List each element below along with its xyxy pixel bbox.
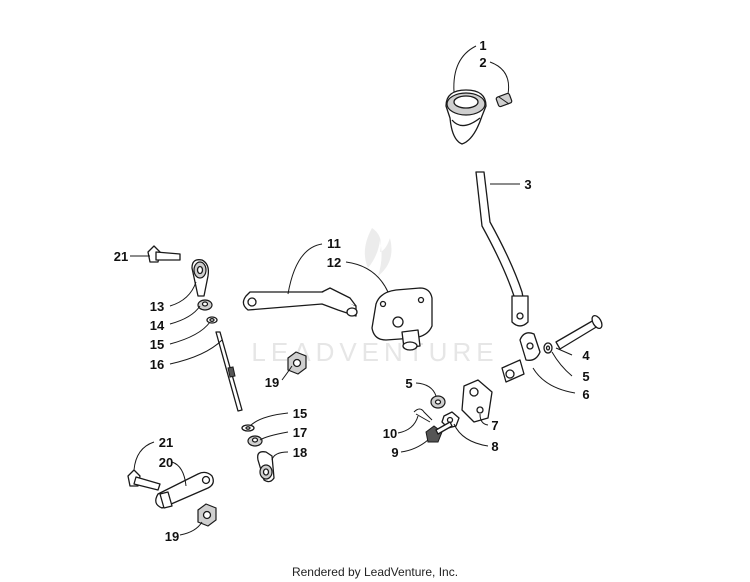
part-1-shift-knob [445,89,487,145]
callout-9: 9 [391,445,398,460]
part-15-washer-upper [206,316,218,324]
callout-20: 20 [159,455,173,470]
part-5-washer-lower [430,395,446,409]
part-20-link-arm [155,471,214,509]
part-3-shift-rod [475,171,529,327]
part-12-mounting-plate [371,287,433,351]
callout-10: 10 [383,426,397,441]
part-10-cotter-pin [413,408,433,423]
callout-21-upper: 21 [114,249,128,264]
part-5-washer-upper [543,342,553,354]
callout-11: 11 [327,236,341,251]
callout-13: 13 [150,299,164,314]
part-11-shift-arm [242,287,358,317]
rendered-by-footer: Rendered by LeadVenture, Inc. [291,565,459,579]
callout-6: 6 [582,387,589,402]
part-19-nut-lower [197,503,217,527]
callout-1: 1 [479,38,486,53]
part-17-nut [247,435,263,447]
callout-5-upper: 5 [582,369,589,384]
callout-5-lower: 5 [405,376,412,391]
part-21-bolt-lower [127,469,161,491]
part-6-bracket [501,332,541,383]
part-16-threaded-rod [215,331,243,412]
part-15-washer-lower [241,424,255,432]
part-18-rod-end [257,451,275,483]
part-9-bolt [425,421,453,443]
callout-3: 3 [524,177,531,192]
callout-19-upper: 19 [265,375,279,390]
callout-21-lower: 21 [159,435,173,450]
part-13-rod-end [191,259,210,297]
callout-17: 17 [293,425,307,440]
part-4-pin [555,314,603,350]
part-19-nut-upper [287,351,307,375]
callout-19-lower: 19 [165,529,179,544]
callout-15-lower: 15 [293,406,307,421]
callout-labels: 1 2 3 4 5 5 6 7 8 9 10 11 12 21 13 14 15… [114,38,591,544]
callout-16: 16 [150,357,164,372]
callout-8: 8 [491,439,498,454]
callout-15-upper: 15 [150,337,164,352]
callout-4: 4 [582,348,590,363]
part-14-nut [197,299,213,311]
callout-12: 12 [327,255,341,270]
leader-lines [130,45,576,536]
callout-2: 2 [479,55,486,70]
callout-14: 14 [150,318,165,333]
part-7-link-block [461,379,493,423]
part-2-set-screw [495,92,513,108]
callout-7: 7 [491,418,498,433]
part-21-bolt-upper [147,245,181,263]
callout-18: 18 [293,445,307,460]
